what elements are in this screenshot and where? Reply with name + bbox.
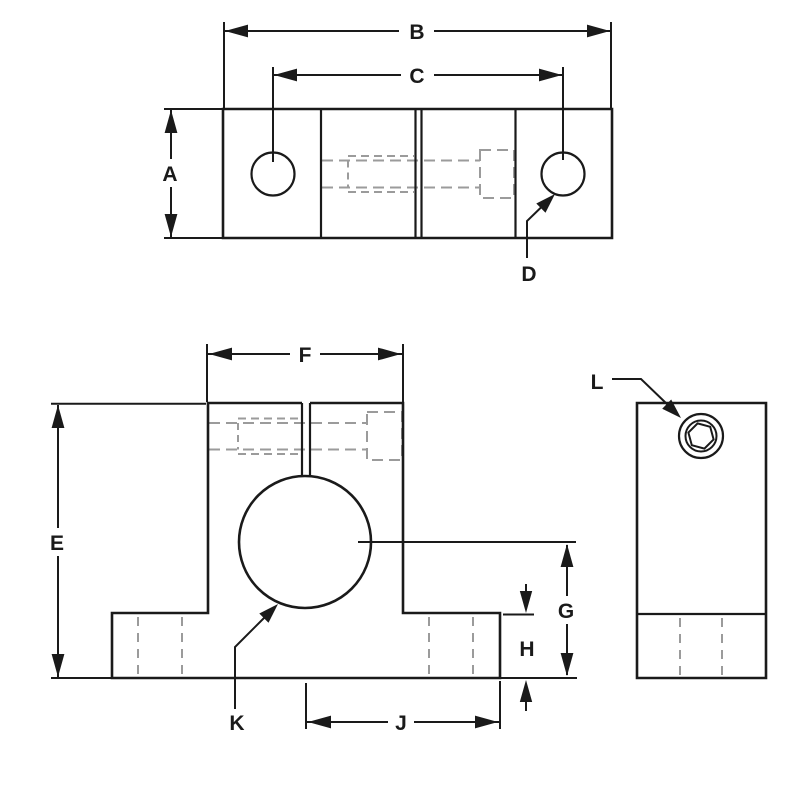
leader-d-line <box>526 205 543 258</box>
dim-c-extension-lines <box>272 67 564 162</box>
dim-j-arrowheads <box>308 715 498 729</box>
dimension-e: E <box>44 402 206 679</box>
dimension-j: J <box>305 681 501 736</box>
leader-k: K <box>229 604 278 735</box>
leader-l-arrowhead <box>662 399 681 418</box>
dim-e-label: E <box>50 532 64 555</box>
leader-k-arrowhead <box>259 604 278 623</box>
dim-f-label-bg <box>290 340 320 368</box>
dim-g-label-bg <box>551 596 582 624</box>
dimension-g: G <box>551 544 582 676</box>
dim-j-extension-lines <box>305 681 501 729</box>
hidden-screw-shank-lines-front <box>209 422 367 451</box>
dim-f-label: F <box>299 344 312 367</box>
dim-e-label-bg <box>44 528 72 556</box>
dimension-b: B <box>223 17 612 109</box>
dim-a-label-bg <box>156 159 185 187</box>
hidden-base-holes-side <box>679 618 723 675</box>
hidden-screw-head-outline-front <box>366 411 403 461</box>
hidden-screw-thread-lines <box>348 155 414 193</box>
dim-b-extension-lines <box>223 22 612 109</box>
dim-f-arrowheads <box>209 347 401 361</box>
dimension-a: A <box>156 108 223 239</box>
side-view-body-outline <box>635 401 768 680</box>
front-view-slit-lines <box>300 403 312 477</box>
hidden-screw-head-outline <box>479 149 515 199</box>
leader-d: D <box>521 194 555 286</box>
dim-e-extension-lines <box>51 402 206 679</box>
leader-l: L <box>591 371 681 418</box>
dim-c-label-bg <box>401 61 434 89</box>
front-view-body-outline <box>110 401 502 680</box>
top-view: B C A D <box>156 17 614 286</box>
dim-h-label: H <box>519 638 534 661</box>
dim-b-label-bg <box>399 17 434 45</box>
dimension-f: F <box>206 340 404 402</box>
top-view-segment-lines <box>319 109 517 238</box>
dimension-c: C <box>272 61 564 162</box>
screw-head-inner-circle <box>684 419 718 453</box>
dim-g-label: G <box>558 600 574 623</box>
dim-j-label: J <box>395 712 407 735</box>
dim-a-label: A <box>162 163 177 186</box>
dim-j-label-bg <box>388 708 414 736</box>
top-view-body-outline <box>221 107 614 240</box>
dim-b-label: B <box>409 21 424 44</box>
hidden-clamp-screw-top <box>322 149 515 199</box>
hidden-screw-thread-lines-front <box>238 417 302 455</box>
shaft-bore-circle <box>237 474 373 610</box>
hidden-base-holes-front <box>137 617 474 675</box>
dim-f-extension-lines <box>206 344 404 402</box>
dimension-h: H <box>503 584 535 711</box>
front-view: F E G H J <box>44 340 582 736</box>
socket-head-screw <box>677 412 725 460</box>
hex-socket-icon <box>687 422 715 450</box>
leader-k-line <box>234 616 266 709</box>
side-view: L <box>591 371 768 680</box>
dim-c-label: C <box>409 65 424 88</box>
leader-l-line <box>612 378 669 406</box>
top-view-slit-lines <box>414 109 423 238</box>
leader-d-label: D <box>521 263 536 286</box>
leader-d-arrowhead <box>536 194 555 213</box>
leader-l-label: L <box>591 371 604 394</box>
hidden-screw-shank-lines <box>322 159 480 189</box>
leader-k-label: K <box>229 712 244 735</box>
hidden-clamp-screw-front <box>209 411 403 461</box>
dim-a-extension-lines <box>164 108 223 239</box>
